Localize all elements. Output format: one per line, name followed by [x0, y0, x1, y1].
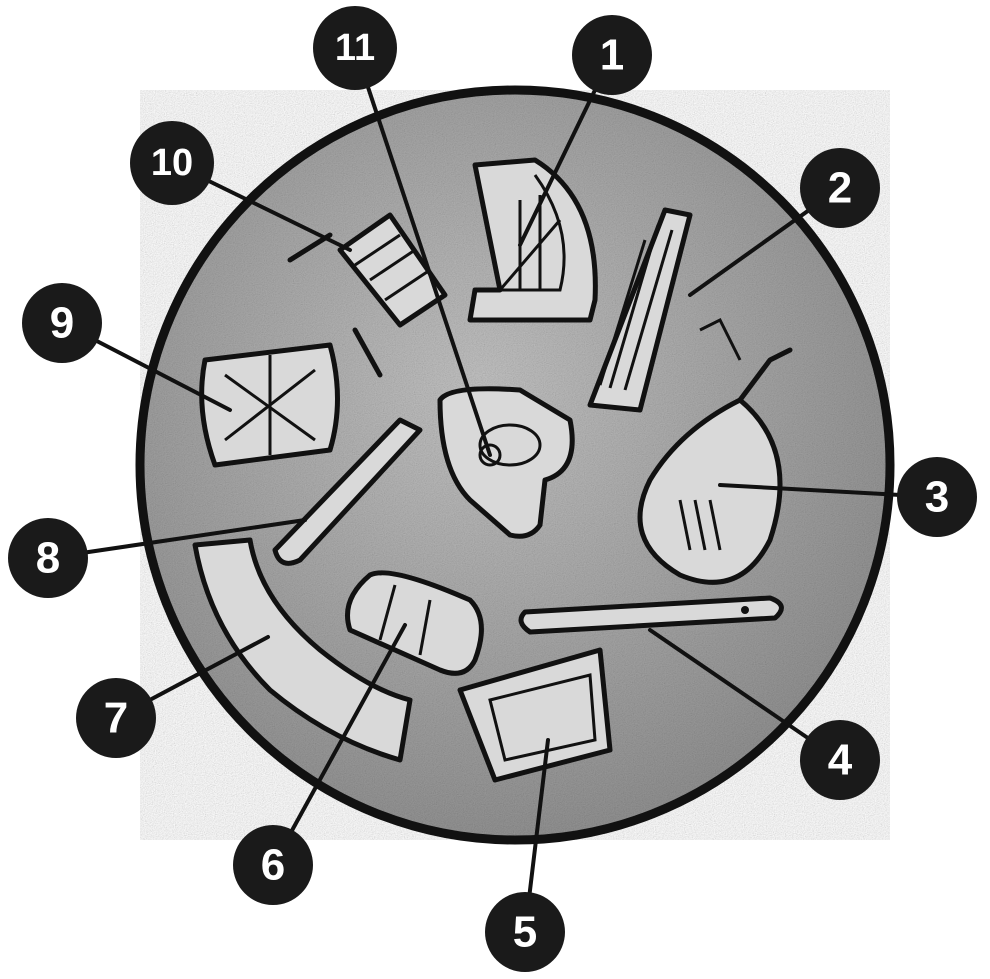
svg-text:8: 8 [36, 534, 60, 583]
label-4: 4 [800, 720, 880, 800]
svg-text:6: 6 [261, 841, 285, 890]
label-2: 2 [800, 148, 880, 228]
svg-text:5: 5 [513, 908, 537, 957]
label-11: 11 [313, 6, 397, 90]
svg-text:11: 11 [335, 27, 375, 69]
label-7: 7 [76, 678, 156, 758]
svg-text:3: 3 [925, 473, 949, 522]
svg-text:9: 9 [50, 299, 74, 348]
svg-text:7: 7 [104, 694, 128, 743]
svg-text:4: 4 [828, 736, 853, 785]
svg-text:1: 1 [600, 31, 624, 80]
label-5: 5 [485, 892, 565, 972]
label-8: 8 [8, 518, 88, 598]
label-9: 9 [22, 283, 102, 363]
svg-text:2: 2 [828, 164, 852, 213]
label-3: 3 [897, 457, 977, 537]
label-10: 10 [130, 121, 214, 205]
label-1: 1 [572, 15, 652, 95]
svg-text:10: 10 [151, 142, 193, 184]
label-6: 6 [233, 825, 313, 905]
